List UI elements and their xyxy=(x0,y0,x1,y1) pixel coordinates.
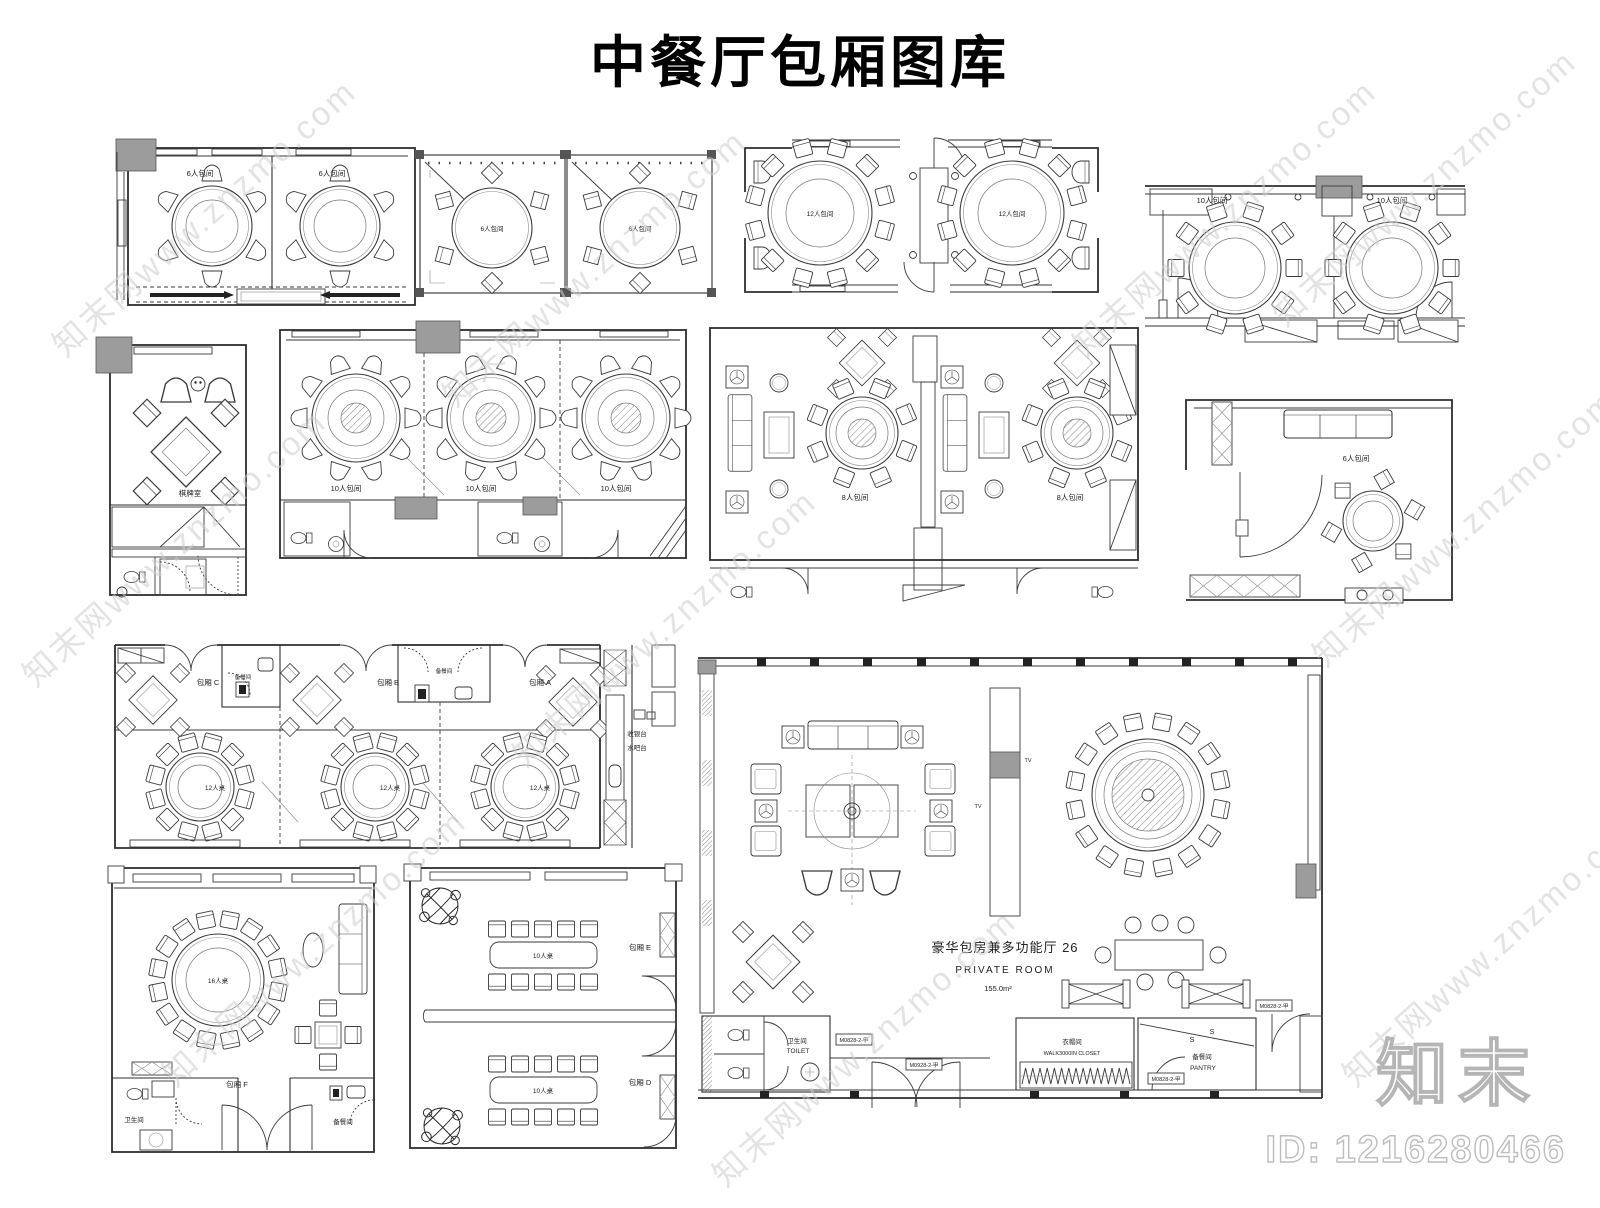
room-label: 包厢 B xyxy=(377,677,399,687)
page-title: 中餐厅包厢图库 xyxy=(590,31,1010,94)
table-label: 16人桌 xyxy=(208,976,229,985)
room-label: 包厢 F xyxy=(226,1079,248,1089)
room-label: 10人包间 xyxy=(1377,195,1408,205)
document-id: ID: 1216280466 xyxy=(1265,1128,1566,1171)
room-label: 包厢 A xyxy=(529,677,551,687)
toilet-label-en: TOILET xyxy=(787,1048,810,1055)
table-label: 12人桌 xyxy=(380,783,401,792)
room-label: 8人包间 xyxy=(1057,492,1084,502)
room-label: 12人包间 xyxy=(999,209,1026,218)
plan-f-suite: 16人桌 包厢 F 卫生间 备餐间 xyxy=(107,865,377,1153)
door-tag: M0828-2-甲 xyxy=(1259,1003,1288,1010)
toilet-label: 卫生间 xyxy=(787,1036,807,1045)
room-label: 6人包间 xyxy=(480,224,503,233)
room-label: 10人包间 xyxy=(331,483,362,493)
room-label: 6人包间 xyxy=(1343,453,1370,463)
room-label: 12人包间 xyxy=(807,209,834,218)
table-label: 12人桌 xyxy=(530,783,551,792)
room-label: 棋牌室 xyxy=(179,488,202,498)
waterbar-label: 水吧台 xyxy=(627,743,647,752)
room-label: 包厢 E xyxy=(629,942,651,952)
room-label: 10人包间 xyxy=(466,483,497,493)
plan-10p-pair: 10人包间 10人包间 xyxy=(1145,175,1466,343)
closet-label: 衣帽间 xyxy=(1062,1037,1082,1046)
room-label: 10人包间 xyxy=(601,483,632,493)
pantry-label-en: PANTRY xyxy=(1190,1065,1216,1072)
room-label: 6人包间 xyxy=(628,224,651,233)
room-label: 8人包间 xyxy=(842,492,869,502)
room-label: 10人包间 xyxy=(1197,195,1228,205)
table-label: 10人桌 xyxy=(533,1086,554,1095)
suite-name: 豪华包房兼多功能厅 26 xyxy=(931,940,1078,955)
site-logo: 知末 xyxy=(1375,1034,1540,1116)
plan-6p-pair-b: 6人包间 6人包间 xyxy=(415,150,716,297)
room-label: 备餐间 xyxy=(235,673,252,681)
pantry-label: 备餐间 xyxy=(333,1117,353,1126)
door-tag: M0828-2-甲 xyxy=(839,1037,868,1044)
plan-chess-room: 棋牌室 xyxy=(95,336,247,598)
plan-de-suites: 10人桌 包厢 E 10人桌 包厢 D xyxy=(403,863,683,1149)
tv-label: TV xyxy=(1024,758,1031,764)
plan-deluxe-suite: 豪华包房兼多功能厅 26 PRIVATE ROOM 155.0m² 卫生间 TO… xyxy=(697,657,1323,1108)
plan-abc-suites: 包厢 C 包厢 B 包厢 A 备餐间 备餐间 12人桌 12人桌 12人桌 收银… xyxy=(114,644,676,849)
room-label: 包厢 D xyxy=(629,1077,652,1087)
tv-label: TV xyxy=(974,804,981,810)
cashier-label: 收银台 xyxy=(627,729,647,738)
plan-8p-pair: 8人包间 8人包间 xyxy=(709,327,1139,602)
room-label: 备餐间 xyxy=(436,667,453,675)
table-label: 12人桌 xyxy=(205,783,226,792)
room-label: 6人包间 xyxy=(319,168,346,178)
hanger-s: S xyxy=(1189,1035,1194,1044)
table-label: 10人桌 xyxy=(533,951,554,960)
plan-12p-pair: 12人包间 12人包间 xyxy=(744,137,1099,293)
door-tag: M0828-2-甲 xyxy=(1151,1076,1180,1083)
toilet-label: 卫生间 xyxy=(124,1115,144,1124)
hanger-s: S xyxy=(1209,1027,1214,1036)
room-label: 包厢 C xyxy=(197,677,220,687)
door-tag: M0928-2-甲 xyxy=(909,1062,938,1069)
pantry-label: 备餐间 xyxy=(1192,1052,1212,1061)
suite-name-en: PRIVATE ROOM xyxy=(955,965,1054,976)
suite-area: 155.0m² xyxy=(984,984,1012,993)
closet-label-en: WALK3000IN CLOSET xyxy=(1044,1051,1101,1057)
plan-6p-single: 6人包间 xyxy=(1185,399,1453,604)
plan-10p-triple: 10人包间 10人包间 10人包间 xyxy=(279,320,692,559)
room-label: 6人包间 xyxy=(187,168,214,178)
plan-6p-pair-a: 6人包间 6人包间 xyxy=(115,138,416,306)
